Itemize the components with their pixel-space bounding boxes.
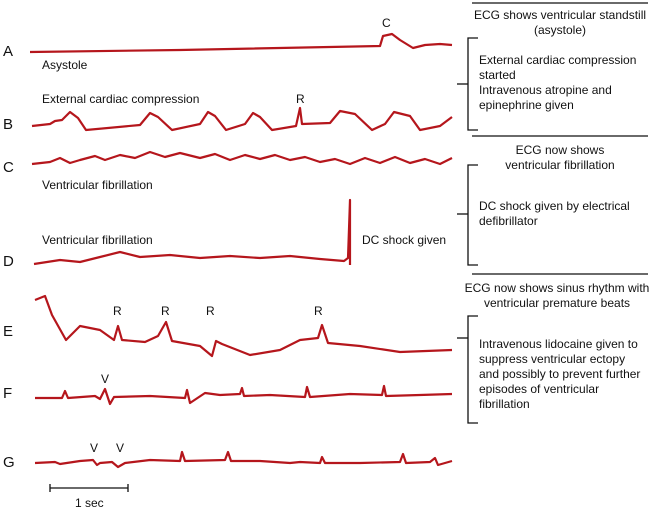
- marker-r: R: [296, 92, 305, 106]
- compression-label: External cardiac compression: [42, 92, 200, 106]
- vf-label: Ventricular fibrillation: [42, 178, 153, 192]
- marker-r: R: [161, 304, 170, 318]
- marker-v: V: [101, 372, 110, 386]
- bracket: [467, 164, 478, 266]
- action-text: DC shock given by electrical defibrillat…: [479, 199, 630, 228]
- trace-g: [34, 450, 453, 469]
- lead-label: A: [3, 43, 14, 60]
- lead-label: D: [3, 253, 14, 270]
- trace-c: [31, 150, 453, 166]
- marker-v: V: [116, 441, 125, 455]
- trace-e: [34, 294, 453, 358]
- marker-r: R: [206, 304, 215, 318]
- action-text: Intravenous lidocaine given to suppress …: [479, 337, 641, 411]
- action-text: Intravenous atropine and epinephrine giv…: [479, 83, 612, 112]
- panel-actions: External cardiac compression started Int…: [479, 53, 647, 113]
- lead-label: B: [3, 116, 14, 133]
- trace-a: [29, 32, 453, 54]
- lead-label: E: [3, 323, 14, 340]
- lead-label: G: [3, 454, 15, 471]
- marker-c: C: [382, 16, 391, 30]
- panel-heading: ECG now shows ventricular fibrillation: [505, 143, 615, 172]
- lead-label: F: [3, 385, 13, 402]
- trace-f: [35, 384, 453, 406]
- action-text: External cardiac compression started: [479, 53, 637, 82]
- marker-v: V: [90, 441, 99, 455]
- bracket: [467, 37, 478, 131]
- trace-d: [33, 198, 352, 266]
- dc-shock-label: DC shock given: [362, 233, 447, 247]
- lead-label: C: [3, 159, 14, 176]
- scale-bar-label: 1 sec: [75, 496, 104, 510]
- marker-r: R: [113, 304, 122, 318]
- marker-r: R: [314, 304, 323, 318]
- panel-heading: ECG shows ventricular standstill (asysto…: [473, 8, 647, 37]
- asystole-label: Asystole: [42, 58, 88, 72]
- trace-b: [31, 106, 453, 132]
- vf-label: Ventricular fibrillation: [42, 233, 153, 247]
- bracket: [467, 315, 478, 424]
- panel-heading: ECG now shows sinus rhythm with ventricu…: [464, 281, 650, 310]
